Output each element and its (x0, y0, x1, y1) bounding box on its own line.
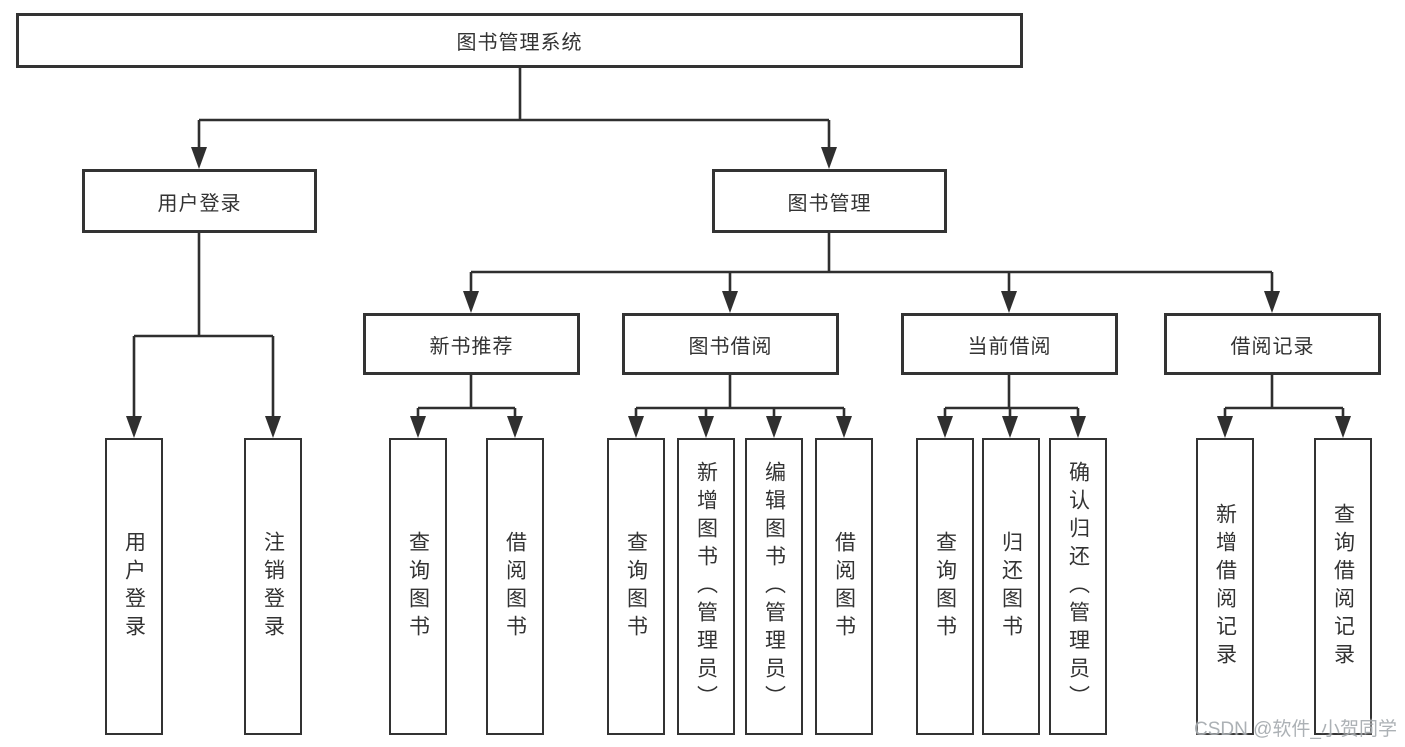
node-new-book-recommend: 新书推荐 (363, 313, 580, 375)
leaf-label: 借阅图书 (832, 530, 856, 643)
connector-line (634, 375, 846, 417)
arrowhead (507, 416, 523, 438)
node-book-borrow: 图书借阅 (622, 313, 839, 375)
arrowhead (821, 147, 837, 169)
node-root: 图书管理系统 (16, 13, 1023, 68)
leaf-borrow-books: 借阅图书 (815, 438, 873, 735)
node-book-mgmt: 图书管理 (712, 169, 947, 233)
arrowhead (836, 416, 852, 438)
leaf-label: 查询图书 (933, 530, 957, 643)
arrowhead (463, 291, 479, 313)
connector-book-borrow-children (628, 375, 852, 438)
connector-book-mgmt-children (463, 233, 1280, 313)
arrowhead (1070, 416, 1086, 438)
leaf-borrow-books-recommend: 借阅图书 (486, 438, 544, 735)
leaf-label: 归还图书 (999, 530, 1023, 643)
leaf-logout: 注销登录 (244, 438, 302, 735)
connector-line (416, 375, 517, 417)
leaf-label: 借阅图书 (503, 530, 527, 643)
leaf-query-books-borrow: 查询图书 (607, 438, 665, 735)
leaf-query-books-recommend: 查询图书 (389, 438, 447, 735)
csdn-watermark: CSDN @软件_小贺同学 (1194, 719, 1397, 740)
arrowhead (265, 416, 281, 438)
leaf-label: 新增借阅记录 (1213, 502, 1237, 671)
leaf-add-books-admin: 新增图书（管理员） (677, 438, 735, 735)
arrowhead (191, 147, 207, 169)
connector-line (197, 68, 831, 148)
leaf-return-books: 归还图书 (982, 438, 1040, 735)
connector-line (1223, 375, 1345, 417)
connector-line (469, 233, 1274, 292)
leaf-user-login: 用户登录 (105, 438, 163, 735)
leaf-label: 查询图书 (624, 530, 648, 643)
leaf-label: 查询图书 (406, 530, 430, 643)
connector-line (943, 375, 1080, 417)
leaf-label: 确认归还（管理员） (1066, 460, 1090, 713)
arrowhead (1217, 416, 1233, 438)
arrowhead (126, 416, 142, 438)
arrowhead (1264, 291, 1280, 313)
node-borrow-records: 借阅记录 (1164, 313, 1381, 375)
leaf-query-borrow-record: 查询借阅记录 (1314, 438, 1372, 735)
node-user-login: 用户登录 (82, 169, 317, 233)
arrowhead (628, 416, 644, 438)
node-current-borrow: 当前借阅 (901, 313, 1118, 375)
connector-new-book-children (410, 375, 523, 438)
arrowhead (722, 291, 738, 313)
connector-root-to-level2 (191, 68, 837, 169)
leaf-label: 新增图书（管理员） (694, 460, 718, 713)
arrowhead (1335, 416, 1351, 438)
arrowhead (766, 416, 782, 438)
connector-borrow-records-children (1217, 375, 1351, 438)
leaf-label: 注销登录 (261, 530, 285, 643)
connector-user-login-children (126, 233, 281, 438)
arrowhead (1002, 416, 1018, 438)
arrowhead (698, 416, 714, 438)
leaf-label: 编辑图书（管理员） (762, 460, 786, 713)
leaf-query-books-current: 查询图书 (916, 438, 974, 735)
connector-current-borrow-children (937, 375, 1086, 438)
arrowhead (410, 416, 426, 438)
leaf-add-borrow-record: 新增借阅记录 (1196, 438, 1254, 735)
leaf-edit-books-admin: 编辑图书（管理员） (745, 438, 803, 735)
leaf-label: 查询借阅记录 (1331, 502, 1355, 671)
arrowhead (1001, 291, 1017, 313)
leaf-label: 用户登录 (122, 530, 146, 643)
arrowhead (937, 416, 953, 438)
connector-line (132, 233, 275, 417)
leaf-confirm-return-admin: 确认归还（管理员） (1049, 438, 1107, 735)
